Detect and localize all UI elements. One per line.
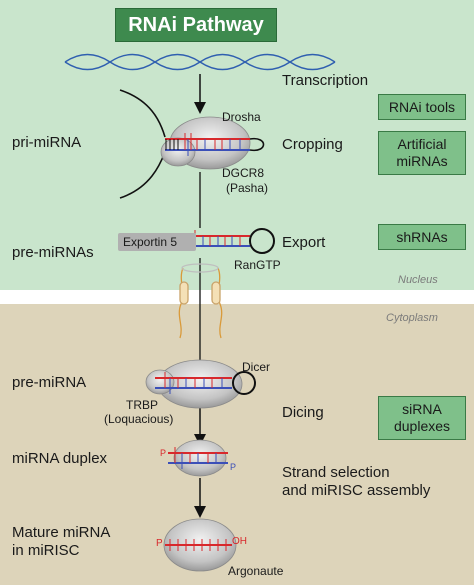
pri-mirna-complex [119,89,265,199]
tool-shrnas-label: shRNAs [396,228,448,245]
cytoplasm-region [0,304,474,585]
argonaute-complex [163,518,237,572]
label-cytoplasm: Cytoplasm [386,312,438,324]
stage-pri-mirna: pri-miRNA [12,134,82,151]
step-transcription: Transcription [282,72,369,89]
label-oh: OH [232,536,247,547]
label-p-5prime: P [160,448,167,458]
label-dicer: Dicer [242,360,271,374]
label-drosha: Drosha [222,110,261,124]
mirna-duplex-complex [168,439,228,477]
stage-pre-mirnas: pre-miRNAs [12,244,94,261]
nuclear-pore [178,263,223,339]
dicer-complex [145,359,256,409]
tool-sirna-label: siRNA [402,401,442,417]
label-pasha: (Pasha) [226,181,269,195]
stage-in-mirisc: in miRISC [12,542,80,559]
step-dicing: Dicing [282,404,324,421]
step-strand-selection: Strand selection [282,464,390,481]
label-trbp: TRBP [126,398,159,412]
stage-mirna-duplex: miRNA duplex [12,450,108,467]
page-title: RNAi Pathway [115,8,277,42]
tool-mirnas-label: miRNAs [396,153,448,169]
tool-duplexes-label: duplexes [393,418,451,434]
label-rangtp: RanGTP [234,258,281,272]
step-cropping: Cropping [282,136,343,153]
step-mirisc-assembly: and miRISC assembly [282,482,431,499]
label-dgcr8: DGCR8 [222,166,265,180]
label-argonaute: Argonaute [228,564,284,578]
label-loquacious: (Loquacious) [104,412,174,426]
exportin-5: Exportin 5 [118,233,196,251]
tool-rnai-tools: RNAi tools [378,94,466,120]
dna-helix [64,53,336,71]
label-p-3prime: P [230,462,237,472]
label-nucleus: Nucleus [398,274,438,286]
tool-rnai-tools-label: RNAi tools [388,98,456,115]
tool-artificial-mirnas: Artificial miRNAs [378,131,466,175]
stage-mature-mirna: Mature miRNA [12,524,111,541]
tool-sirna-duplexes: siRNA duplexes [378,396,466,440]
stage-pre-mirna: pre-miRNA [12,374,87,391]
label-p-mature: P [156,538,163,549]
tool-artificial-label: Artificial [397,136,447,152]
tool-shrnas: shRNAs [378,224,466,250]
step-export: Export [282,234,326,251]
nuclear-membrane [0,290,474,304]
